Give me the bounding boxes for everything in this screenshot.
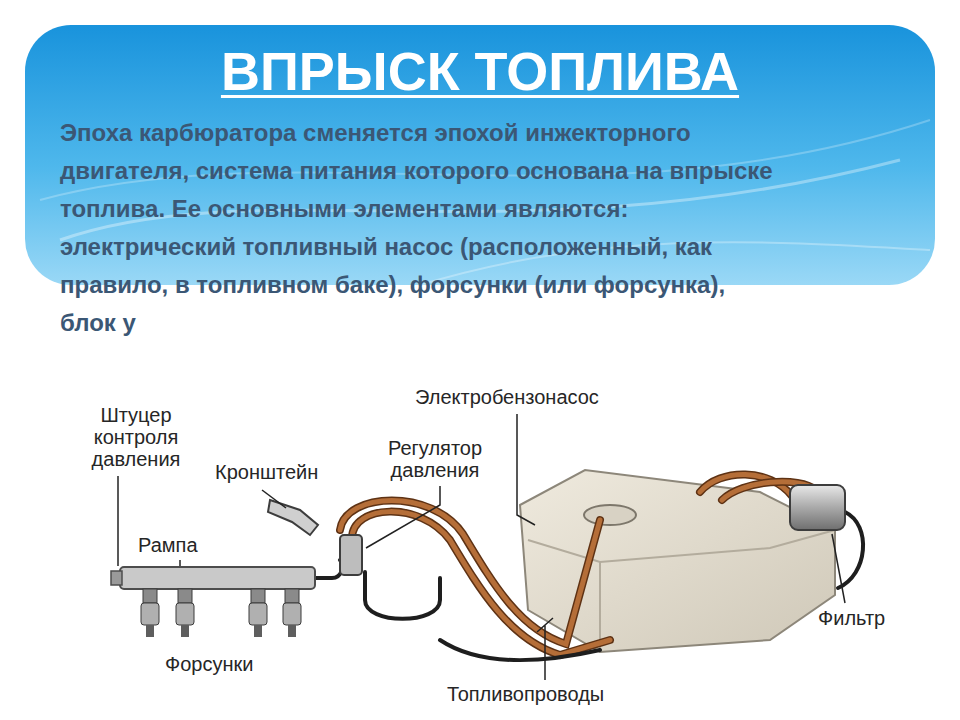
injector (283, 589, 301, 637)
fuel-line (340, 501, 600, 645)
injector-part (249, 603, 267, 625)
slide-title: ВПРЫСК ТОПЛИВА (0, 40, 960, 102)
pump-module (584, 505, 636, 525)
bracket (268, 500, 318, 535)
body-paragraph: Эпоха карбюратора сменяется эпохой инжек… (60, 114, 780, 342)
leader-line (179, 560, 181, 566)
injector-part (285, 589, 299, 603)
fuel-filter (790, 485, 845, 530)
leader-line (262, 490, 286, 508)
injector (141, 589, 159, 637)
leader-line (117, 476, 119, 566)
part-label: Фильтр (818, 607, 885, 629)
leader-line (537, 618, 553, 680)
tank-edge (599, 562, 601, 652)
leader-line (832, 534, 845, 603)
pressure-fitting (111, 571, 122, 585)
title-text: ВПРЫСК ТОПЛИВА (221, 41, 739, 101)
injector-part (143, 589, 157, 603)
leader-lines (118, 414, 845, 680)
injector-part (254, 625, 262, 637)
injector-part (288, 625, 296, 637)
return-line (440, 640, 600, 660)
injector-part (181, 625, 189, 637)
part-label: Электробензонасос (415, 386, 599, 408)
injector-part (251, 589, 265, 603)
tank-edge (528, 530, 835, 562)
return-line (315, 560, 342, 578)
part-label: Рампа (138, 534, 198, 556)
leader-line (366, 486, 440, 548)
part-label: Топливопроводы (447, 683, 604, 705)
injector-part (146, 625, 154, 637)
injectors (141, 589, 301, 637)
pressure-regulator (340, 535, 362, 575)
injector-part (141, 603, 159, 625)
fuel-lines (340, 474, 816, 655)
fuel-rail (120, 567, 315, 589)
injector (176, 589, 194, 637)
injector (249, 589, 267, 637)
leader-line (517, 414, 535, 525)
part-label: Кронштейн (215, 461, 318, 483)
black-lines (315, 512, 863, 660)
injector-part (176, 603, 194, 625)
return-line (365, 572, 440, 619)
injector-part (178, 589, 192, 603)
part-label: Форсунки (165, 653, 253, 675)
part-label: Регулятор давления (372, 437, 498, 481)
fuel-line (340, 501, 600, 645)
injector-part (283, 603, 301, 625)
part-label: Штуцер контроля давления (74, 404, 198, 470)
